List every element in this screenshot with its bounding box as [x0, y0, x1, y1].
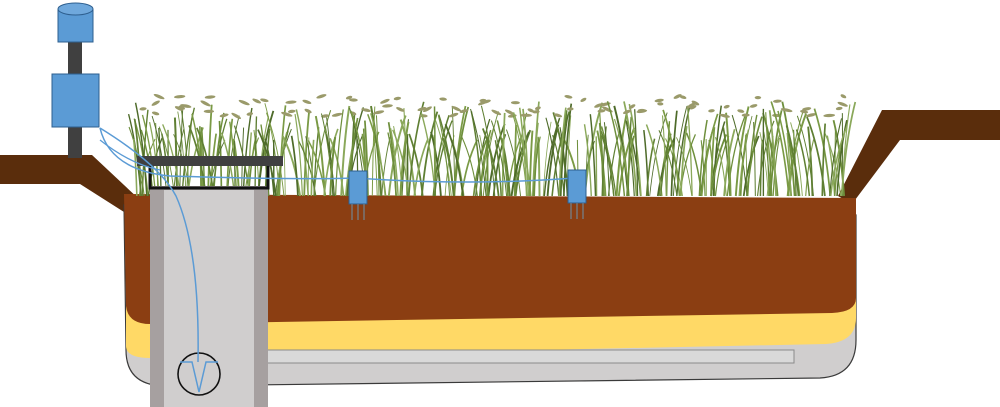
data-logger: [51, 73, 100, 128]
grass-clump: [606, 101, 668, 197]
grass-clump: [349, 98, 407, 197]
grass-clump: [770, 101, 817, 197]
grass-clump: [749, 96, 783, 197]
grass-clump: [714, 104, 763, 197]
grass-clump: [512, 101, 571, 197]
grass-clump: [320, 95, 365, 197]
grass-clump: [645, 94, 697, 197]
soil-moisture-sensor: [348, 170, 368, 220]
grass-clump: [257, 98, 297, 197]
well-outlet-pipe: [177, 352, 221, 396]
sensor-cable: [99, 127, 575, 183]
sensor-cable: [99, 139, 161, 171]
grass-clump: [444, 98, 506, 197]
grass-clump: [188, 95, 240, 197]
sensor-cable: [99, 127, 199, 363]
well-cap: [137, 156, 283, 166]
ground-surface-right: [838, 110, 1000, 204]
grass-clump: [420, 97, 470, 197]
grass-clump: [281, 94, 339, 197]
well-water-level-marker: [180, 361, 218, 393]
rain-gauge: [57, 2, 94, 43]
grass-clump: [806, 94, 857, 197]
ground-surface-left: [0, 155, 140, 212]
soil-media-layer: [124, 194, 856, 324]
soil-moisture-sensor: [567, 169, 587, 219]
underdrain-pipe: [255, 349, 795, 364]
vegetation: [127, 93, 857, 197]
grass-clump: [676, 100, 730, 197]
